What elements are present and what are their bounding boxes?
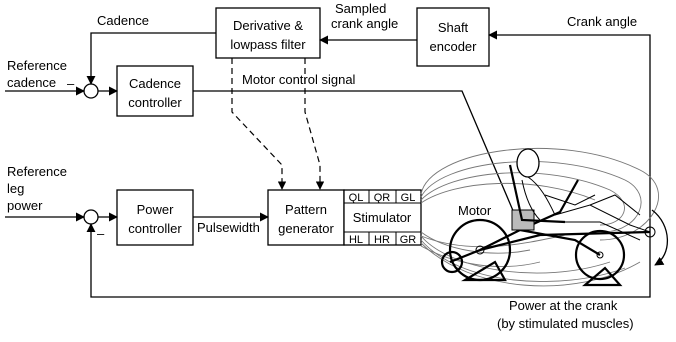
power-at-crank-label-2: (by stimulated muscles) bbox=[497, 316, 634, 331]
cadence-label: Cadence bbox=[97, 13, 149, 28]
pattern-generator-block: Pattern generator bbox=[267, 189, 345, 246]
channel-hl: HL bbox=[349, 234, 363, 246]
pattern-generator-label-2: generator bbox=[278, 221, 334, 236]
stimulator-label: Stimulator bbox=[353, 210, 412, 225]
rider-head bbox=[516, 148, 540, 178]
derivative-filter-label-2: lowpass filter bbox=[230, 37, 306, 52]
reference-leg-power-label-3: power bbox=[7, 198, 43, 213]
motor-control-signal-label: Motor control signal bbox=[242, 72, 356, 87]
derivative-filter-block: Derivative & lowpass filter bbox=[215, 7, 321, 59]
stimulation-wires bbox=[420, 148, 659, 287]
minus-sign-cadence: – bbox=[67, 76, 75, 91]
sampled-crank-angle-label-2: crank angle bbox=[331, 16, 398, 31]
cadence-controller-block: Cadence controller bbox=[116, 65, 194, 117]
power-at-crank-label-1: Power at the crank bbox=[509, 298, 618, 313]
reference-leg-power-label-2: leg bbox=[7, 181, 24, 196]
minus-sign-power: – bbox=[97, 226, 105, 241]
stimulator-block: QL QR GL Stimulator HL HR GR bbox=[343, 189, 422, 246]
power-controller-block: Power controller bbox=[116, 189, 194, 246]
channel-ql: QL bbox=[349, 192, 364, 204]
cadence-controller-label-1: Cadence bbox=[129, 76, 181, 91]
shaft-encoder-label-2: encoder bbox=[430, 39, 478, 54]
shaft-encoder-block: Shaft encoder bbox=[416, 7, 490, 67]
reference-leg-power-label-1: Reference bbox=[7, 164, 67, 179]
summing-junction-cadence bbox=[83, 83, 99, 99]
power-controller-label-2: controller bbox=[128, 221, 182, 236]
power-controller-label-1: Power bbox=[137, 202, 175, 217]
crank-angle-label: Crank angle bbox=[567, 14, 637, 29]
pulsewidth-label: Pulsewidth bbox=[197, 220, 260, 235]
reference-cadence-label-1: Reference bbox=[7, 58, 67, 73]
tricycle-rider-illustration bbox=[420, 148, 668, 287]
pattern-generator-label-1: Pattern bbox=[285, 202, 327, 217]
motor-label: Motor bbox=[458, 203, 492, 218]
shaft-encoder-label-1: Shaft bbox=[438, 20, 469, 35]
channel-gl: GL bbox=[401, 192, 416, 204]
channel-hr: HR bbox=[374, 234, 390, 246]
signal-lines bbox=[5, 30, 651, 298]
channel-qr: QR bbox=[374, 192, 391, 204]
cadence-controller-label-2: controller bbox=[128, 95, 182, 110]
sampled-crank-angle-label-1: Sampled bbox=[335, 1, 386, 16]
derivative-filter-label-1: Derivative & bbox=[233, 18, 303, 33]
reference-cadence-label-2: cadence bbox=[7, 75, 56, 90]
channel-gr: GR bbox=[400, 234, 417, 246]
summing-junction-power bbox=[83, 209, 99, 225]
